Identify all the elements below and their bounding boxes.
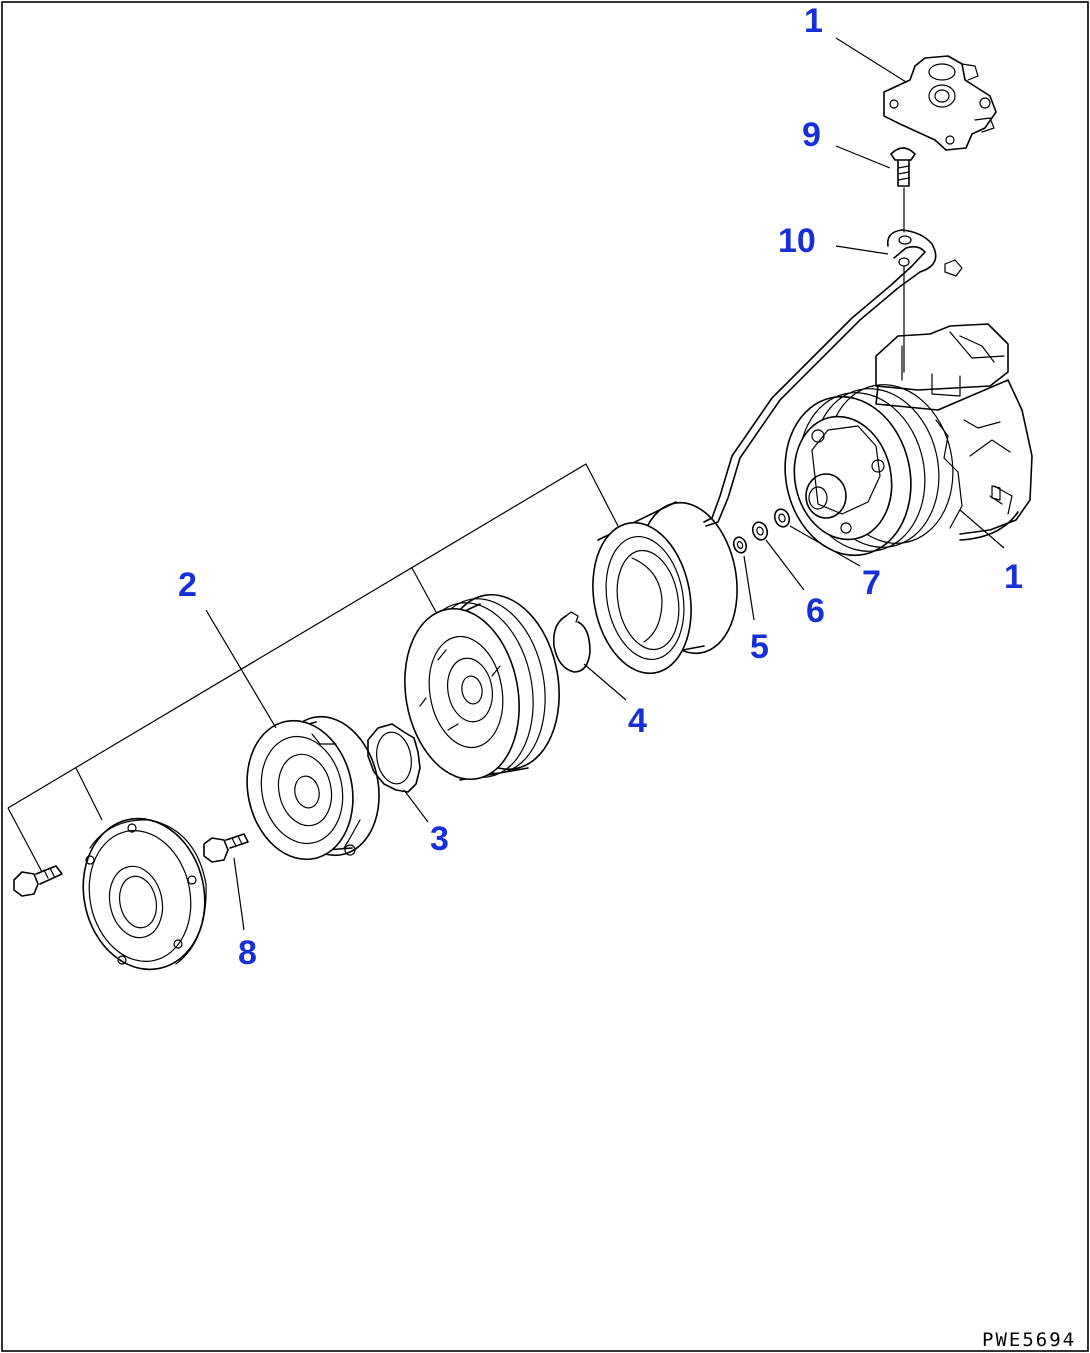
assembly-bracket-lines — [7, 463, 619, 873]
shim-part-3 — [367, 723, 421, 793]
callout-8: 8 — [238, 934, 257, 972]
callout-3: 3 — [430, 820, 449, 858]
pulley — [404, 593, 560, 781]
callout-6: 6 — [806, 592, 825, 630]
washer-part-5 — [732, 536, 748, 554]
hex-bolt-left — [13, 865, 63, 897]
snap-ring-part-4 — [552, 611, 591, 673]
callout-1-right: 1 — [1004, 558, 1023, 596]
callout-9: 9 — [802, 116, 821, 154]
compressor-part-1 — [784, 323, 1033, 557]
wire-part-10 — [703, 229, 963, 527]
callout-4: 4 — [628, 702, 647, 740]
bolt-part-8 — [203, 833, 249, 863]
washer-part-7 — [773, 508, 791, 528]
pressure-plate-part-2 — [246, 715, 380, 861]
washer-part-6 — [751, 521, 769, 541]
bracket-part-1-top — [883, 55, 997, 151]
callout-5: 5 — [750, 628, 769, 666]
callout-10: 10 — [778, 222, 816, 260]
callout-labels: 1 9 10 1 7 6 5 4 2 3 8 — [178, 2, 1023, 972]
drawing-code: PWE5694 — [982, 1329, 1076, 1351]
cover-plate — [82, 817, 207, 971]
stator-coil — [592, 501, 738, 675]
callout-1-top: 1 — [804, 2, 823, 40]
callout-2: 2 — [178, 566, 197, 604]
bolt-part-9 — [890, 147, 916, 233]
callout-7: 7 — [862, 564, 881, 602]
leader-lines — [205, 37, 1005, 931]
